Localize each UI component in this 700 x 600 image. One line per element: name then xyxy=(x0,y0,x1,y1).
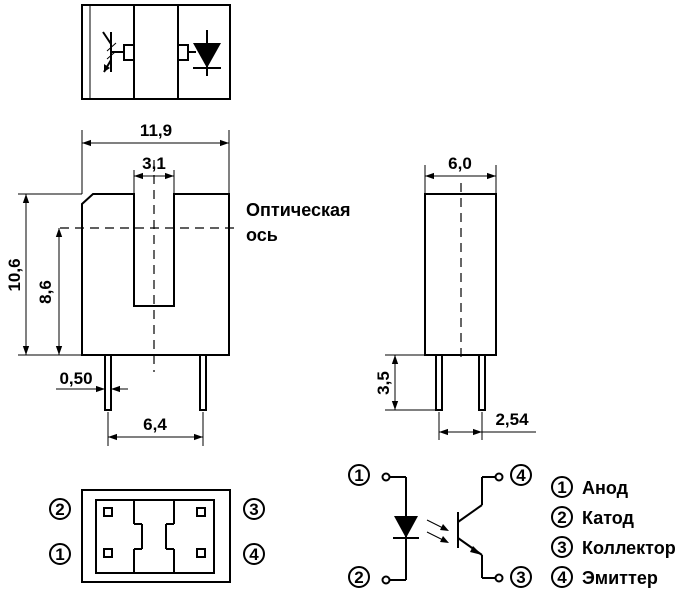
optical-axis-label-line1: Оптическая xyxy=(246,200,351,220)
svg-text:3: 3 xyxy=(557,538,566,557)
dim-pin-width: 0,50 xyxy=(59,369,92,388)
svg-text:1: 1 xyxy=(354,466,363,485)
svg-text:3: 3 xyxy=(249,500,258,519)
schematic-pin-4: 4 xyxy=(510,464,532,486)
legend-item-anode: 1 Анод xyxy=(551,476,629,498)
svg-text:2: 2 xyxy=(354,568,363,587)
legend-label: Катод xyxy=(582,508,635,528)
led-symbol xyxy=(188,30,221,76)
dim-total-width: 11,9 xyxy=(140,121,172,140)
svg-text:2: 2 xyxy=(55,500,64,519)
dim-lead-pitch: 2,54 xyxy=(495,410,529,429)
bottom-pin-4: 4 xyxy=(243,543,265,565)
legend-label: Анод xyxy=(582,478,629,498)
schematic: 1 2 4 xyxy=(348,464,532,588)
bottom-pin-2: 2 xyxy=(49,498,71,520)
legend-item-emitter: 4 Эмиттер xyxy=(551,566,658,588)
schematic-pin-3: 3 xyxy=(510,566,532,588)
top-view xyxy=(81,4,231,100)
legend-item-cathode: 2 Катод xyxy=(551,506,635,528)
bottom-view: 2 1 3 4 xyxy=(49,489,265,583)
schematic-pin-2: 2 xyxy=(348,566,370,588)
svg-text:4: 4 xyxy=(557,568,567,587)
front-view: 11,9 3,1 10,6 8,6 0,50 6,4 Оптическая ос… xyxy=(5,121,351,446)
dim-lead-length: 3,5 xyxy=(374,371,393,395)
svg-text:1: 1 xyxy=(557,478,566,497)
svg-text:2: 2 xyxy=(557,508,566,527)
phototransistor-symbol xyxy=(102,31,124,73)
dim-total-height: 10,6 xyxy=(5,258,24,291)
svg-text:4: 4 xyxy=(249,545,259,564)
bottom-pin-1: 1 xyxy=(49,543,71,565)
svg-text:4: 4 xyxy=(516,466,526,485)
dim-slot-width: 3,1 xyxy=(142,154,166,173)
svg-text:3: 3 xyxy=(516,568,525,587)
dim-pin-spacing: 6,4 xyxy=(143,415,167,434)
side-view: 6,0 3,5 2,54 xyxy=(374,154,536,440)
legend-item-collector: 3 Коллектор xyxy=(551,536,676,558)
legend-label: Коллектор xyxy=(582,538,676,558)
legend-label: Эмиттер xyxy=(582,568,658,588)
bottom-pin-3: 3 xyxy=(243,498,265,520)
dim-side-width: 6,0 xyxy=(448,154,472,173)
svg-text:1: 1 xyxy=(55,545,64,564)
schematic-pin-1: 1 xyxy=(348,464,370,486)
dim-axis-height: 8,6 xyxy=(36,280,55,304)
pin-legend: 1 Анод 2 Катод 3 Коллектор 4 Эмиттер xyxy=(551,476,676,588)
optical-axis-label-line2: ось xyxy=(246,225,278,245)
